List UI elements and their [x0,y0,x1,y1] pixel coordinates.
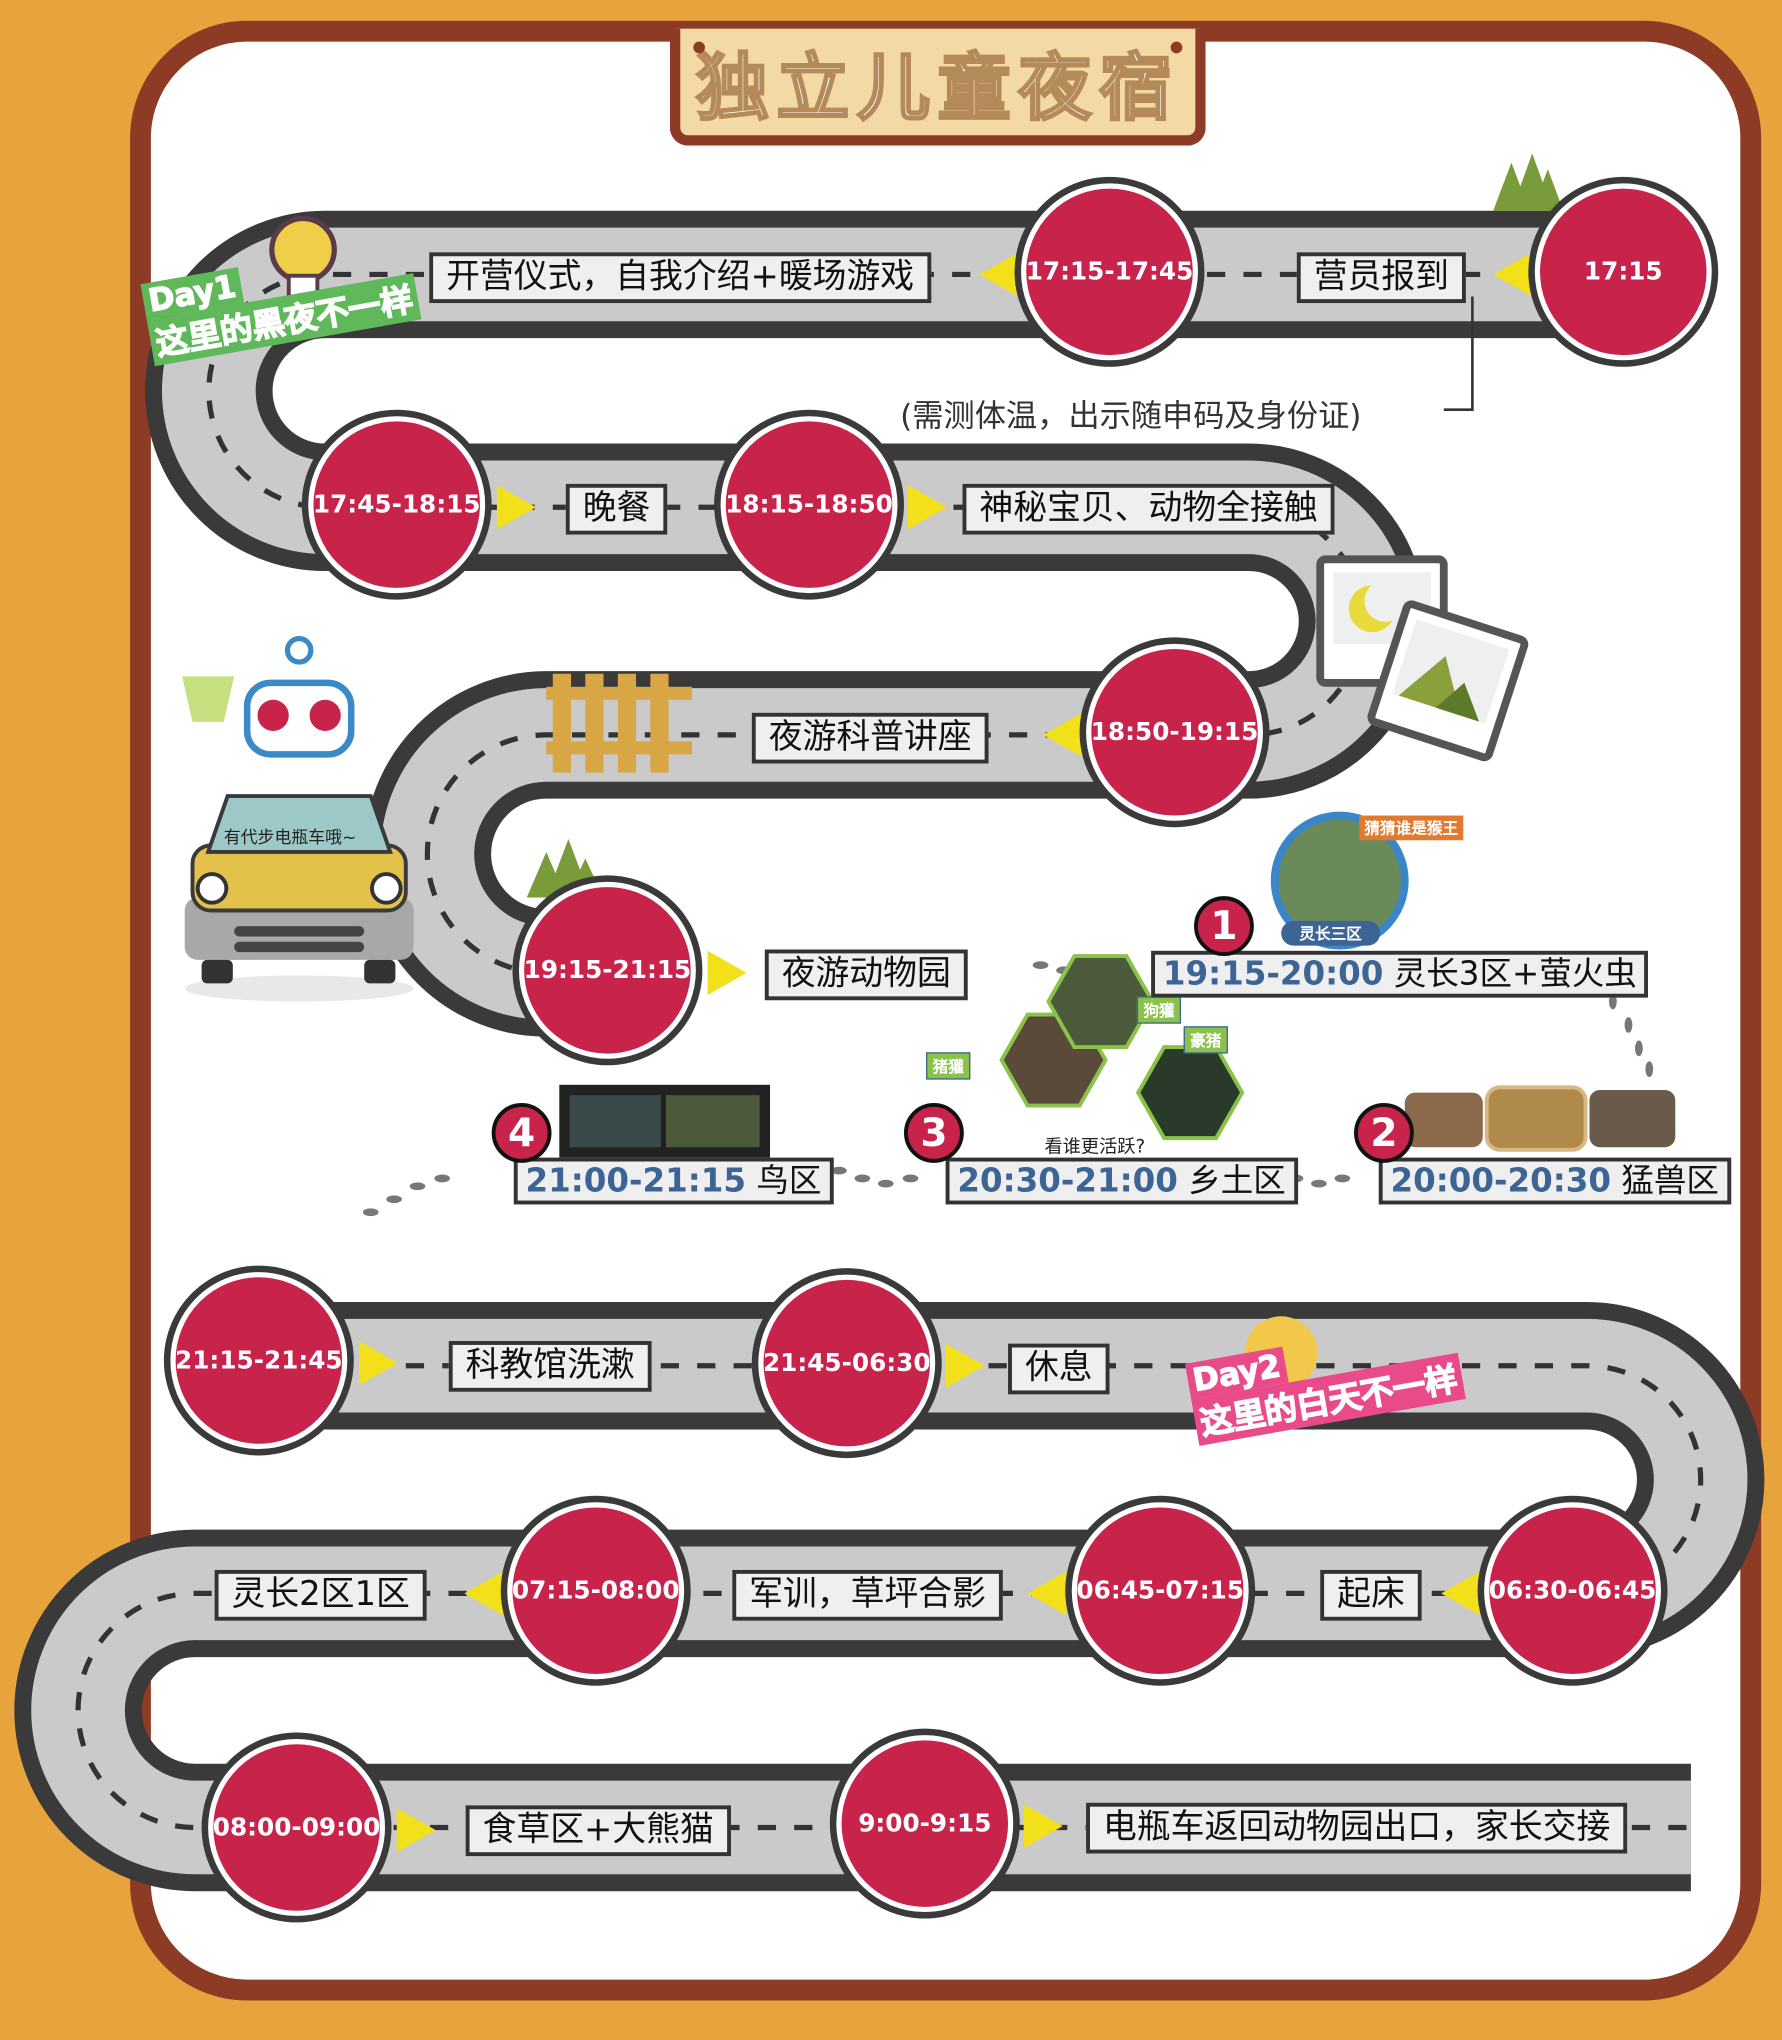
plaque-rivet [693,41,705,54]
stop-activity-label: 休息 [1008,1343,1110,1395]
stop-activity-label: 电瓶车返回动物园出口，家长交接 [1086,1802,1628,1854]
stop-time-circle: 21:45-06:30 [758,1274,936,1452]
stop-time-circle: 17:15 [1534,183,1712,361]
zoo-route-time: 19:15-20:00 [1162,954,1384,993]
mountain-photo-icon [1367,600,1529,762]
porcupine-photo [1135,1045,1245,1141]
zoo-route-number-badge: 3 [903,1102,964,1163]
arrow-icon [1441,1571,1481,1616]
hog-badger-tag: 猪獾 [926,1052,971,1080]
arrow-icon [907,485,947,530]
arrow-icon [945,1343,985,1388]
tiger-photo [1404,1092,1483,1148]
animal-photo [1589,1089,1676,1148]
zoo-route-item: 21:00-21:15 鸟区 [513,1157,834,1205]
stop-activity-label: 晚餐 [565,483,668,535]
zoo-route-name: 鸟区 [756,1161,822,1200]
zoo-route-name: 灵长3区+萤火虫 [1393,954,1637,993]
poster-panel [130,20,1762,2001]
stop-activity-label: 开营仪式，自我介绍+暖场游戏 [429,252,932,304]
stop-activity-label: 灵长2区1区 [214,1569,427,1621]
stop-time-circle: 21:15-21:45 [170,1272,348,1449]
porcupine-tag: 豪猪 [1183,1026,1228,1054]
stop-activity-label: 起床 [1320,1569,1422,1621]
zoo-route-name: 猛兽区 [1621,1161,1719,1200]
checkin-note: (需测体温，出示随申码及身份证) [900,398,1362,435]
arrow-icon [464,1571,504,1616]
stop-time-circle: 18:15-18:50 [720,416,898,594]
zoo-route-time: 20:30-21:00 [957,1161,1178,1200]
zoo-route-number-badge: 4 [491,1102,552,1163]
arrow-icon [1493,252,1533,297]
stop-time-circle: 08:00-09:00 [208,1739,386,1916]
stop-activity-label: 军训，草坪合影 [732,1569,1003,1621]
arrow-icon [707,950,747,996]
title-plaque: 独立儿童夜宿 [669,28,1206,146]
stop-time-circle: 06:45-07:15 [1071,1502,1249,1680]
arrow-icon [1027,1571,1067,1616]
stop-time-circle: 9:00-9:15 [836,1735,1014,1913]
stop-activity-label: 神秘宝贝、动物全接触 [962,483,1335,535]
zoo-route-time: 20:00-20:30 [1390,1161,1611,1200]
question-caption: 看谁更活跃? [1044,1136,1146,1158]
zoo-route-name: 乡土区 [1188,1161,1286,1200]
lion-photo [1484,1085,1588,1152]
zoo-route-item: 20:00-20:30 猛兽区 [1378,1157,1731,1205]
stop-time-circle: 07:15-08:00 [507,1502,685,1680]
zoo-photos [559,811,1676,1158]
stop-time-circle: 17:45-18:15 [308,416,486,594]
zoo-route-item: 20:30-21:00 乡土区 [945,1157,1298,1205]
zoo-route-time: 21:00-21:15 [525,1161,746,1200]
stop-time-circle: 19:15-21:15 [518,881,696,1059]
zoo-route-number-badge: 2 [1354,1102,1414,1163]
electric-car-illustration [182,636,414,1002]
arrow-icon [496,485,536,530]
stop-activity-label: 夜游动物园 [764,949,968,1001]
note-connector [1443,296,1474,412]
arrow-icon [1043,712,1083,758]
stop-time-circle: 18:50-19:15 [1086,643,1263,821]
fence-icon [546,673,692,773]
car-sign: 有代步电瓶车哦~ [223,828,357,849]
arrow-icon [396,1807,436,1853]
stop-activity-label: 营员报到 [1296,252,1466,304]
page-title: 独立儿童夜宿 [695,45,1180,132]
stop-activity-label: 食草区+大熊猫 [465,1805,731,1857]
zoo-route-number-badge: 1 [1194,896,1254,957]
arrow-icon [979,252,1019,297]
stop-time-circle: 17:15-17:45 [1021,183,1198,361]
arrow-icon [358,1341,399,1386]
stop-activity-label: 科教馆洗漱 [448,1341,652,1392]
badger-tag: 狗獾 [1136,996,1182,1024]
stop-time-circle: 06:30-06:45 [1484,1502,1661,1680]
monkey-bubble: 猜猜谁是猴王 [1359,815,1464,841]
plaque-rivet [1170,41,1183,54]
stop-activity-label: 夜游科普讲座 [751,712,989,764]
primate-zone-tag: 灵长三区 [1281,920,1381,946]
arrow-icon [1023,1804,1063,1849]
